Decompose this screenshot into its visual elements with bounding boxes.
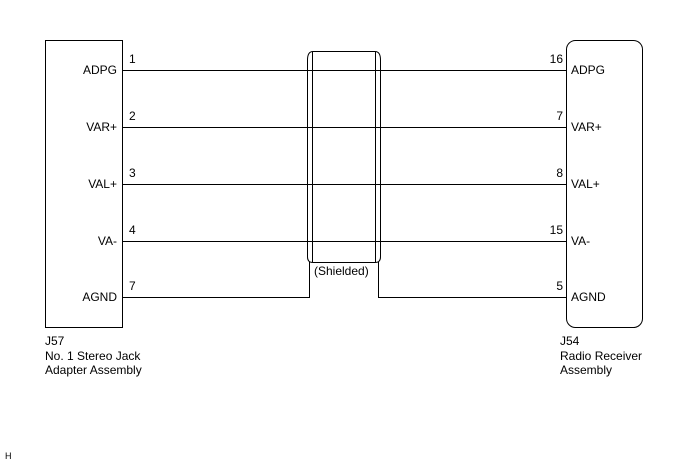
- left-signal-adpg: ADPG: [82, 63, 117, 77]
- left-pin-1-number: 1: [129, 52, 136, 66]
- right-signal-agnd: AGND: [571, 290, 606, 304]
- wire-agnd-left: [122, 262, 310, 298]
- right-signal-val: VAL+: [571, 177, 600, 191]
- right-connector-name-line1: Radio Receiver: [560, 349, 643, 363]
- right-pin-15-number: 15: [549, 223, 563, 237]
- left-signal-val: VAL+: [88, 177, 117, 191]
- left-signal-agnd: AGND: [82, 290, 117, 304]
- left-connector-name-line2: Adapter Assembly: [45, 363, 142, 377]
- right-pin-8-number: 8: [556, 166, 563, 180]
- right-pin-5-number: 5: [556, 279, 563, 293]
- left-pin-7-number: 7: [129, 279, 136, 293]
- left-pin-3-number: 3: [129, 166, 136, 180]
- shield-symbol: [307, 51, 381, 263]
- right-signal-var: VAR+: [571, 120, 602, 134]
- corner-mark: H: [5, 451, 12, 461]
- right-connector-name-line2: Assembly: [560, 363, 613, 377]
- right-signal-adpg: ADPG: [571, 63, 606, 77]
- left-connector-name-line1: No. 1 Stereo Jack: [45, 349, 141, 363]
- left-signal-va: VA-: [97, 234, 117, 248]
- right-connector-id: J54: [560, 334, 580, 348]
- left-connector-id: J57: [45, 334, 65, 348]
- right-pin-16-number: 16: [549, 52, 563, 66]
- wire-agnd-right: [378, 262, 567, 298]
- right-pin-7-number: 7: [556, 109, 563, 123]
- shield-label: (Shielded): [314, 264, 369, 278]
- left-component-box: [45, 40, 123, 328]
- left-pin-2-number: 2: [129, 109, 136, 123]
- left-pin-4-number: 4: [129, 223, 136, 237]
- right-signal-va: VA-: [571, 234, 591, 248]
- left-signal-var: VAR+: [86, 120, 117, 134]
